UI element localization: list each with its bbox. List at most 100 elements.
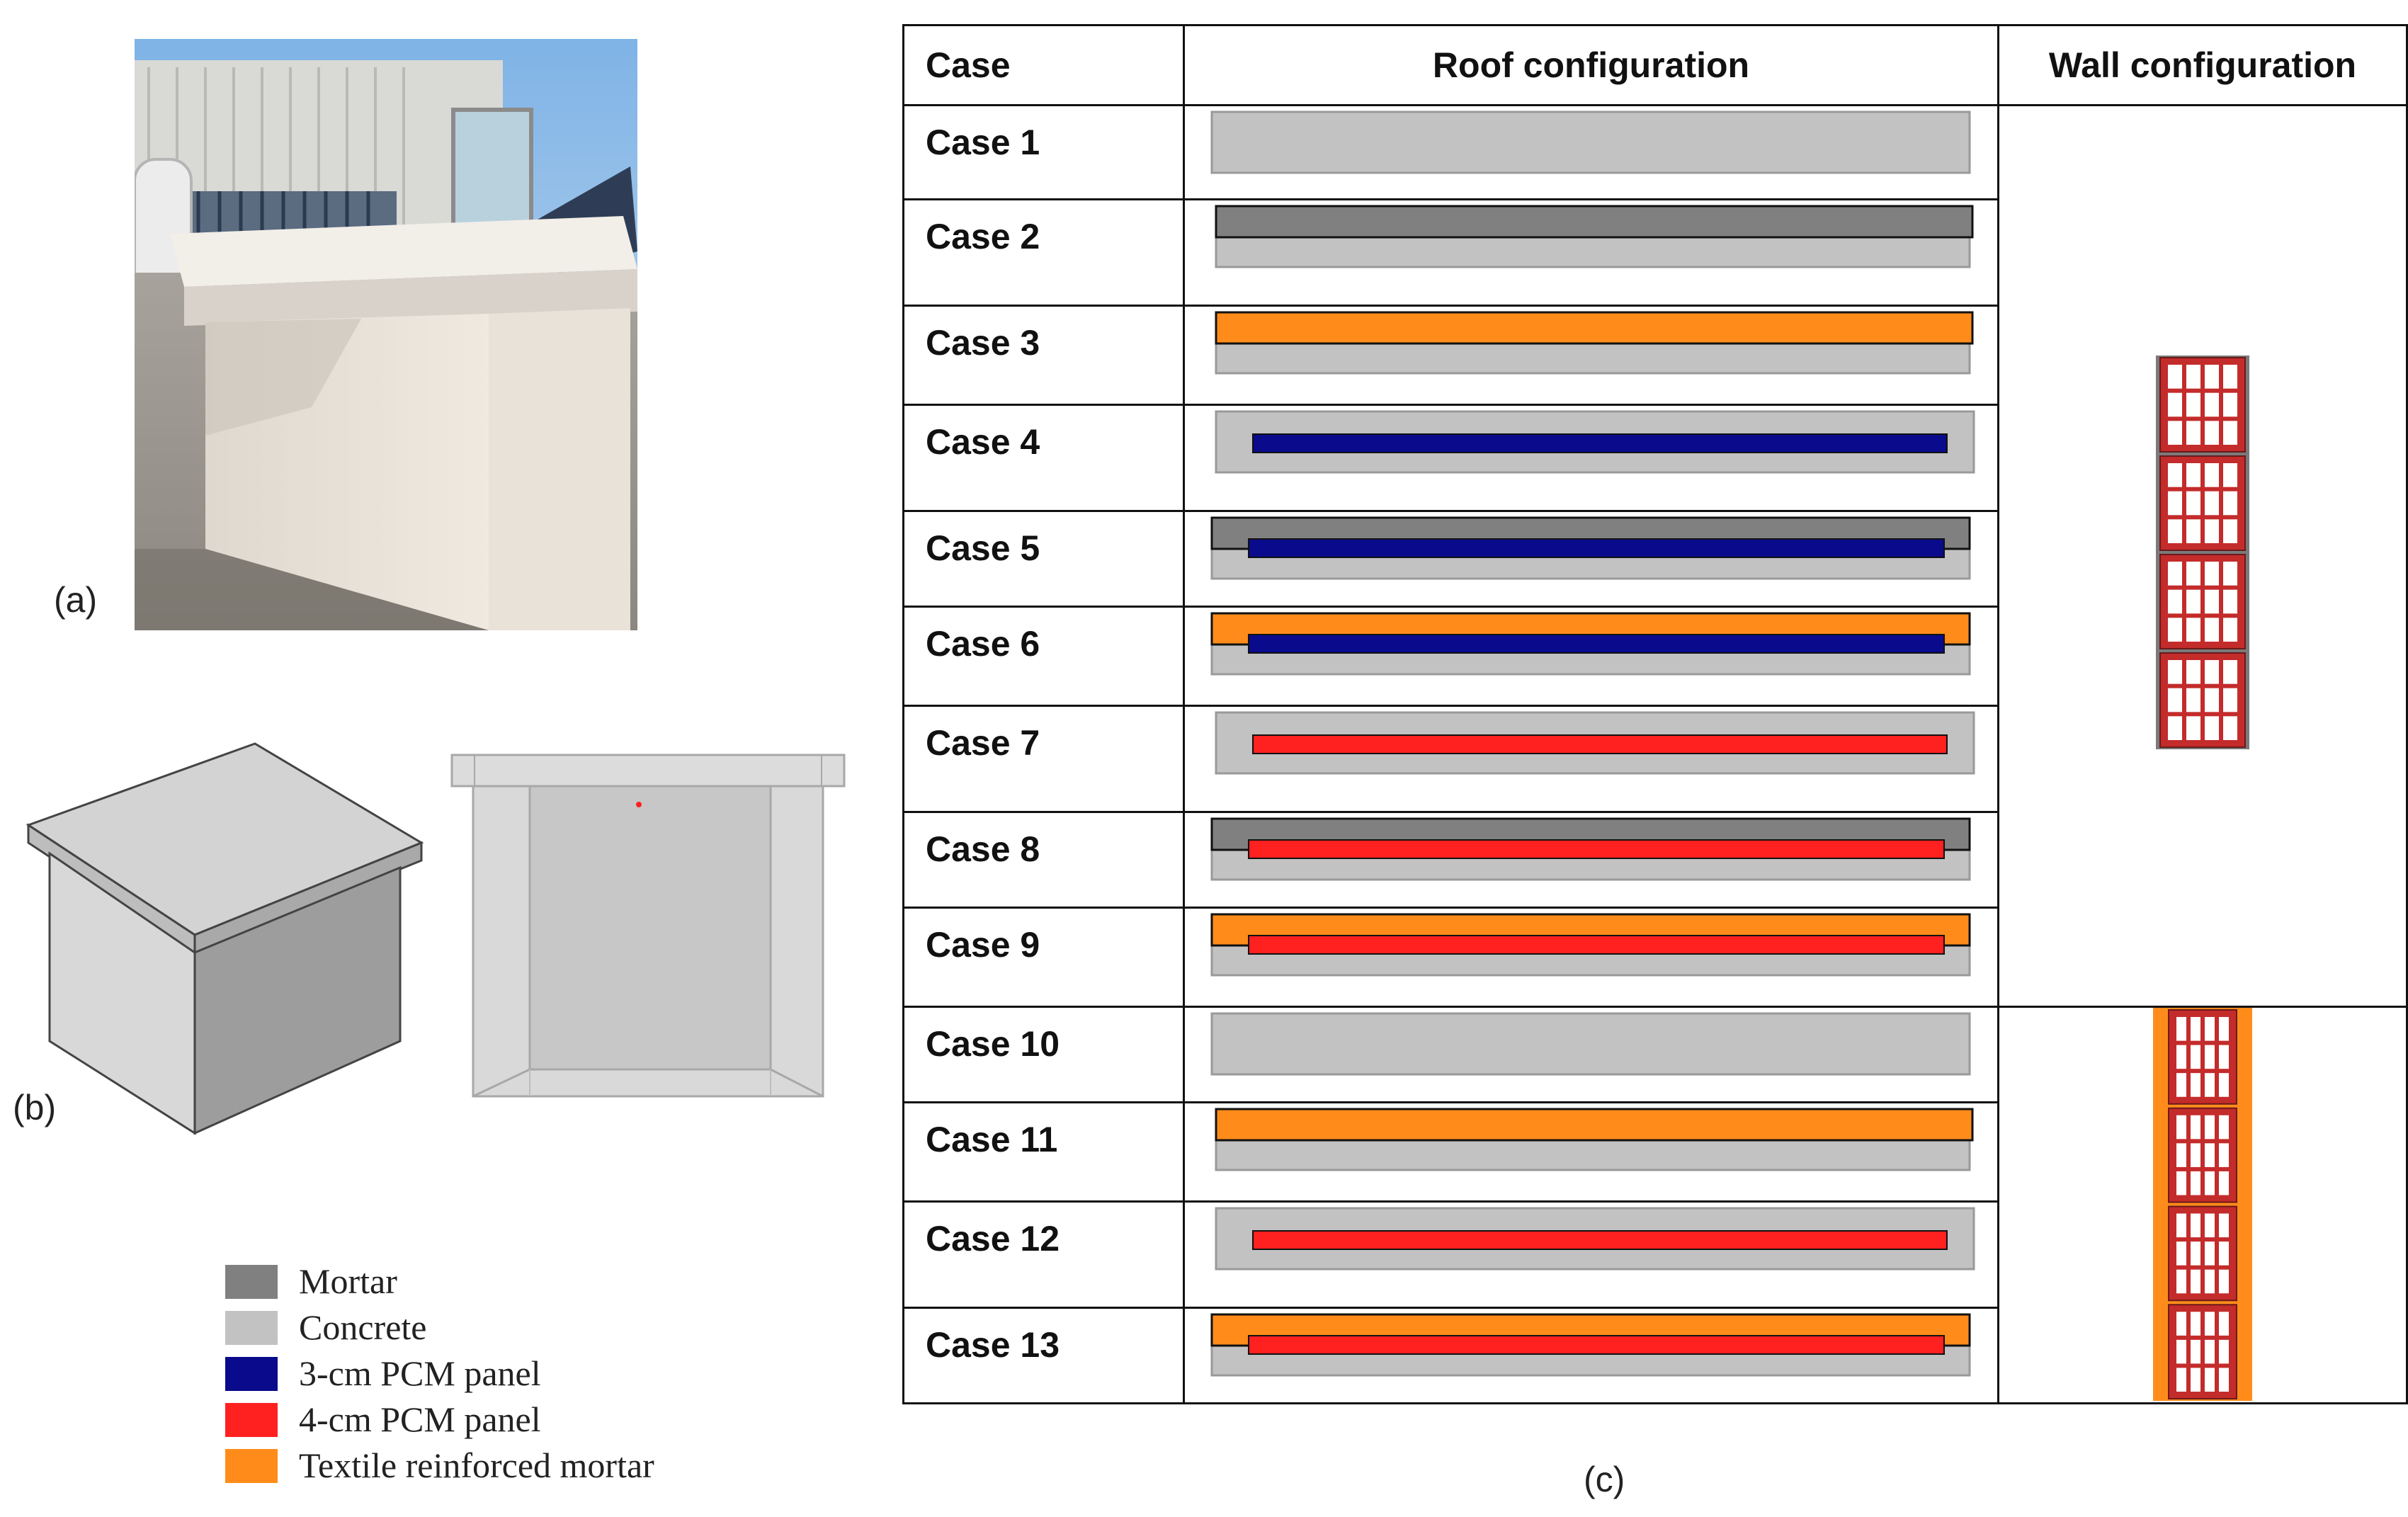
case-label: Case 7: [902, 705, 1185, 813]
case-label: Case 8: [902, 811, 1185, 909]
legend-label: Concrete: [299, 1307, 427, 1347]
brick-hole: [2205, 392, 2219, 417]
brick-hole: [2186, 660, 2200, 684]
roof-layer-diagram: [1215, 1108, 1974, 1171]
pcm4-panel: [1252, 1230, 1948, 1250]
brick-hole: [2168, 491, 2182, 516]
roof-configuration-cell: [1183, 104, 1999, 200]
brick-hole: [2205, 618, 2219, 642]
roof-layer-diagram: [1210, 1313, 1971, 1377]
legend-label: Textile reinforced mortar: [299, 1445, 654, 1485]
brick-hole: [2176, 1213, 2186, 1238]
concrete-layer: [1215, 341, 1971, 375]
brick-hole: [2168, 519, 2182, 543]
brick-hole: [2223, 660, 2237, 684]
brick-hole: [2205, 463, 2219, 487]
brick-hole: [2176, 1312, 2186, 1336]
table-header-row: Case Roof configuration Wall configurati…: [902, 24, 2408, 106]
prototype-photo: [133, 39, 637, 630]
legend-label: 3-cm PCM panel: [299, 1353, 541, 1393]
wall-configuration-cell: [1997, 1006, 2408, 1404]
brick-hole: [2168, 463, 2182, 487]
brick-hole: [2191, 1171, 2200, 1195]
legend-swatch: [225, 1265, 278, 1299]
roof-configuration-cell: [1183, 1006, 1999, 1103]
brick-hole: [2168, 562, 2182, 586]
case-label: Case 10: [902, 1006, 1185, 1103]
brick-hole: [2168, 589, 2182, 614]
legend-swatch: [225, 1357, 278, 1391]
brick-hole: [2186, 688, 2200, 712]
brick-hole: [2176, 1017, 2186, 1041]
brick-hole: [2219, 1143, 2229, 1167]
roof-layer-diagram: [1215, 711, 1975, 775]
brick-hole: [2205, 1143, 2215, 1167]
table-row: Case 10: [902, 1006, 2408, 1404]
brick-hole: [2191, 1213, 2200, 1238]
brick-hole: [2219, 1339, 2229, 1364]
brick-hole: [2168, 392, 2182, 417]
brick-hole: [2186, 421, 2200, 445]
roof-layer-diagram: [1215, 311, 1974, 375]
brick-hole: [2168, 421, 2182, 445]
table-row: Case 11: [902, 1101, 2407, 1203]
brick-hole: [2176, 1368, 2186, 1392]
concrete-layer: [1215, 1137, 1971, 1171]
panel-label-b: (b): [13, 1088, 57, 1127]
brick-hole: [2205, 1368, 2215, 1392]
roof-configuration-cell: [1183, 305, 1999, 406]
trm-layer: [1215, 1108, 1974, 1142]
brick-hole: [2223, 392, 2237, 417]
table-row: Case 3: [902, 305, 2407, 406]
brick-hole: [2205, 562, 2219, 586]
brick-hole: [2205, 1312, 2215, 1336]
brick-hole: [2205, 421, 2219, 445]
model-3d-view: [21, 737, 432, 1140]
brick-hole: [2176, 1143, 2186, 1167]
brick-hole: [2205, 1339, 2215, 1364]
roof-layer-diagram: [1210, 817, 1971, 881]
pcm4-panel: [1248, 839, 1945, 859]
trm-layer: [1215, 311, 1974, 345]
roof-layer-diagram: [1210, 1012, 1971, 1076]
panel-label-c: (c): [1584, 1460, 1625, 1499]
legend-swatch: [225, 1311, 278, 1345]
brick-hole: [2176, 1242, 2186, 1266]
case-label: Case 11: [902, 1101, 1185, 1203]
roof-layer-diagram: [1210, 516, 1971, 580]
header-wall-configuration: Wall configuration: [1997, 24, 2408, 106]
brick-hole: [2205, 491, 2219, 516]
table-row: Case 5: [902, 510, 2407, 608]
table-row: Case 7: [902, 705, 2407, 813]
brick-hole: [2186, 618, 2200, 642]
brick-hole: [2223, 463, 2237, 487]
brick-hole: [2168, 618, 2182, 642]
pcm4-panel: [1248, 935, 1945, 955]
roof-configuration-cell: [1183, 1200, 1999, 1309]
brick-hole: [2223, 716, 2237, 740]
legend-item: 3-cm PCM panel: [225, 1353, 763, 1395]
roof-configuration-cell: [1183, 198, 1999, 307]
model-section-view: [446, 749, 850, 1103]
brick-hole: [2176, 1073, 2186, 1097]
brick-hole: [2168, 688, 2182, 712]
brick-hole: [2191, 1073, 2200, 1097]
brick-hole: [2176, 1045, 2186, 1069]
concrete-layer: [1215, 234, 1971, 268]
brick-hole: [2186, 589, 2200, 614]
configuration-table: Case Roof configuration Wall configurati…: [902, 24, 2408, 1404]
table-row: Case 13: [902, 1307, 2407, 1404]
brick-hole: [2191, 1115, 2200, 1140]
brick-hole: [2219, 1368, 2229, 1392]
brick-hole: [2205, 1269, 2215, 1294]
brick-hole: [2219, 1213, 2229, 1238]
brick-hole: [2186, 491, 2200, 516]
brick-hole: [2205, 1213, 2215, 1238]
brick-hole: [2223, 491, 2237, 516]
brick-hole: [2219, 1312, 2229, 1336]
legend-label: Mortar: [299, 1261, 397, 1301]
brick-hole: [2191, 1339, 2200, 1364]
case-label: Case 1: [902, 104, 1185, 200]
roof-layer-diagram: [1210, 110, 1971, 174]
roof-configuration-cell: [1183, 606, 1999, 707]
